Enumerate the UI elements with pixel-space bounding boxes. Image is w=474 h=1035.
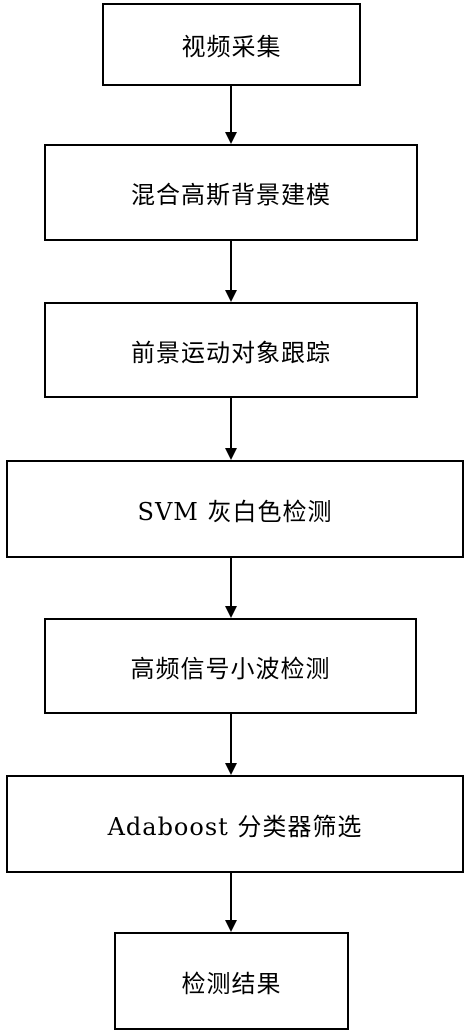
arrow-6 [225,873,237,932]
step-video-capture: 视频采集 [102,3,361,86]
step-label: 前景运动对象跟踪 [131,338,331,367]
step-adaboost-filtering: Adaboost 分类器筛选 [6,775,464,873]
step-wavelet-detection: 高频信号小波检测 [44,618,417,714]
step-label: Adaboost 分类器筛选 [107,812,363,841]
step-label: SVM 灰白色检测 [137,497,333,526]
step-label: 检测结果 [181,969,282,998]
arrow-2 [225,241,237,302]
step-label: 视频采集 [181,33,282,61]
arrow-5 [225,714,237,775]
step-foreground-object-tracking: 前景运动对象跟踪 [44,302,418,398]
step-detection-result: 检测结果 [114,932,349,1030]
step-label: 高频信号小波检测 [130,654,331,683]
arrow-1 [225,86,237,144]
step-gaussian-background-modeling: 混合高斯背景建模 [44,144,418,241]
step-label: 混合高斯背景建模 [131,181,331,209]
step-svm-gray-white-detection: SVM 灰白色检测 [6,460,464,558]
arrow-3 [225,398,237,460]
arrow-4 [225,558,237,618]
